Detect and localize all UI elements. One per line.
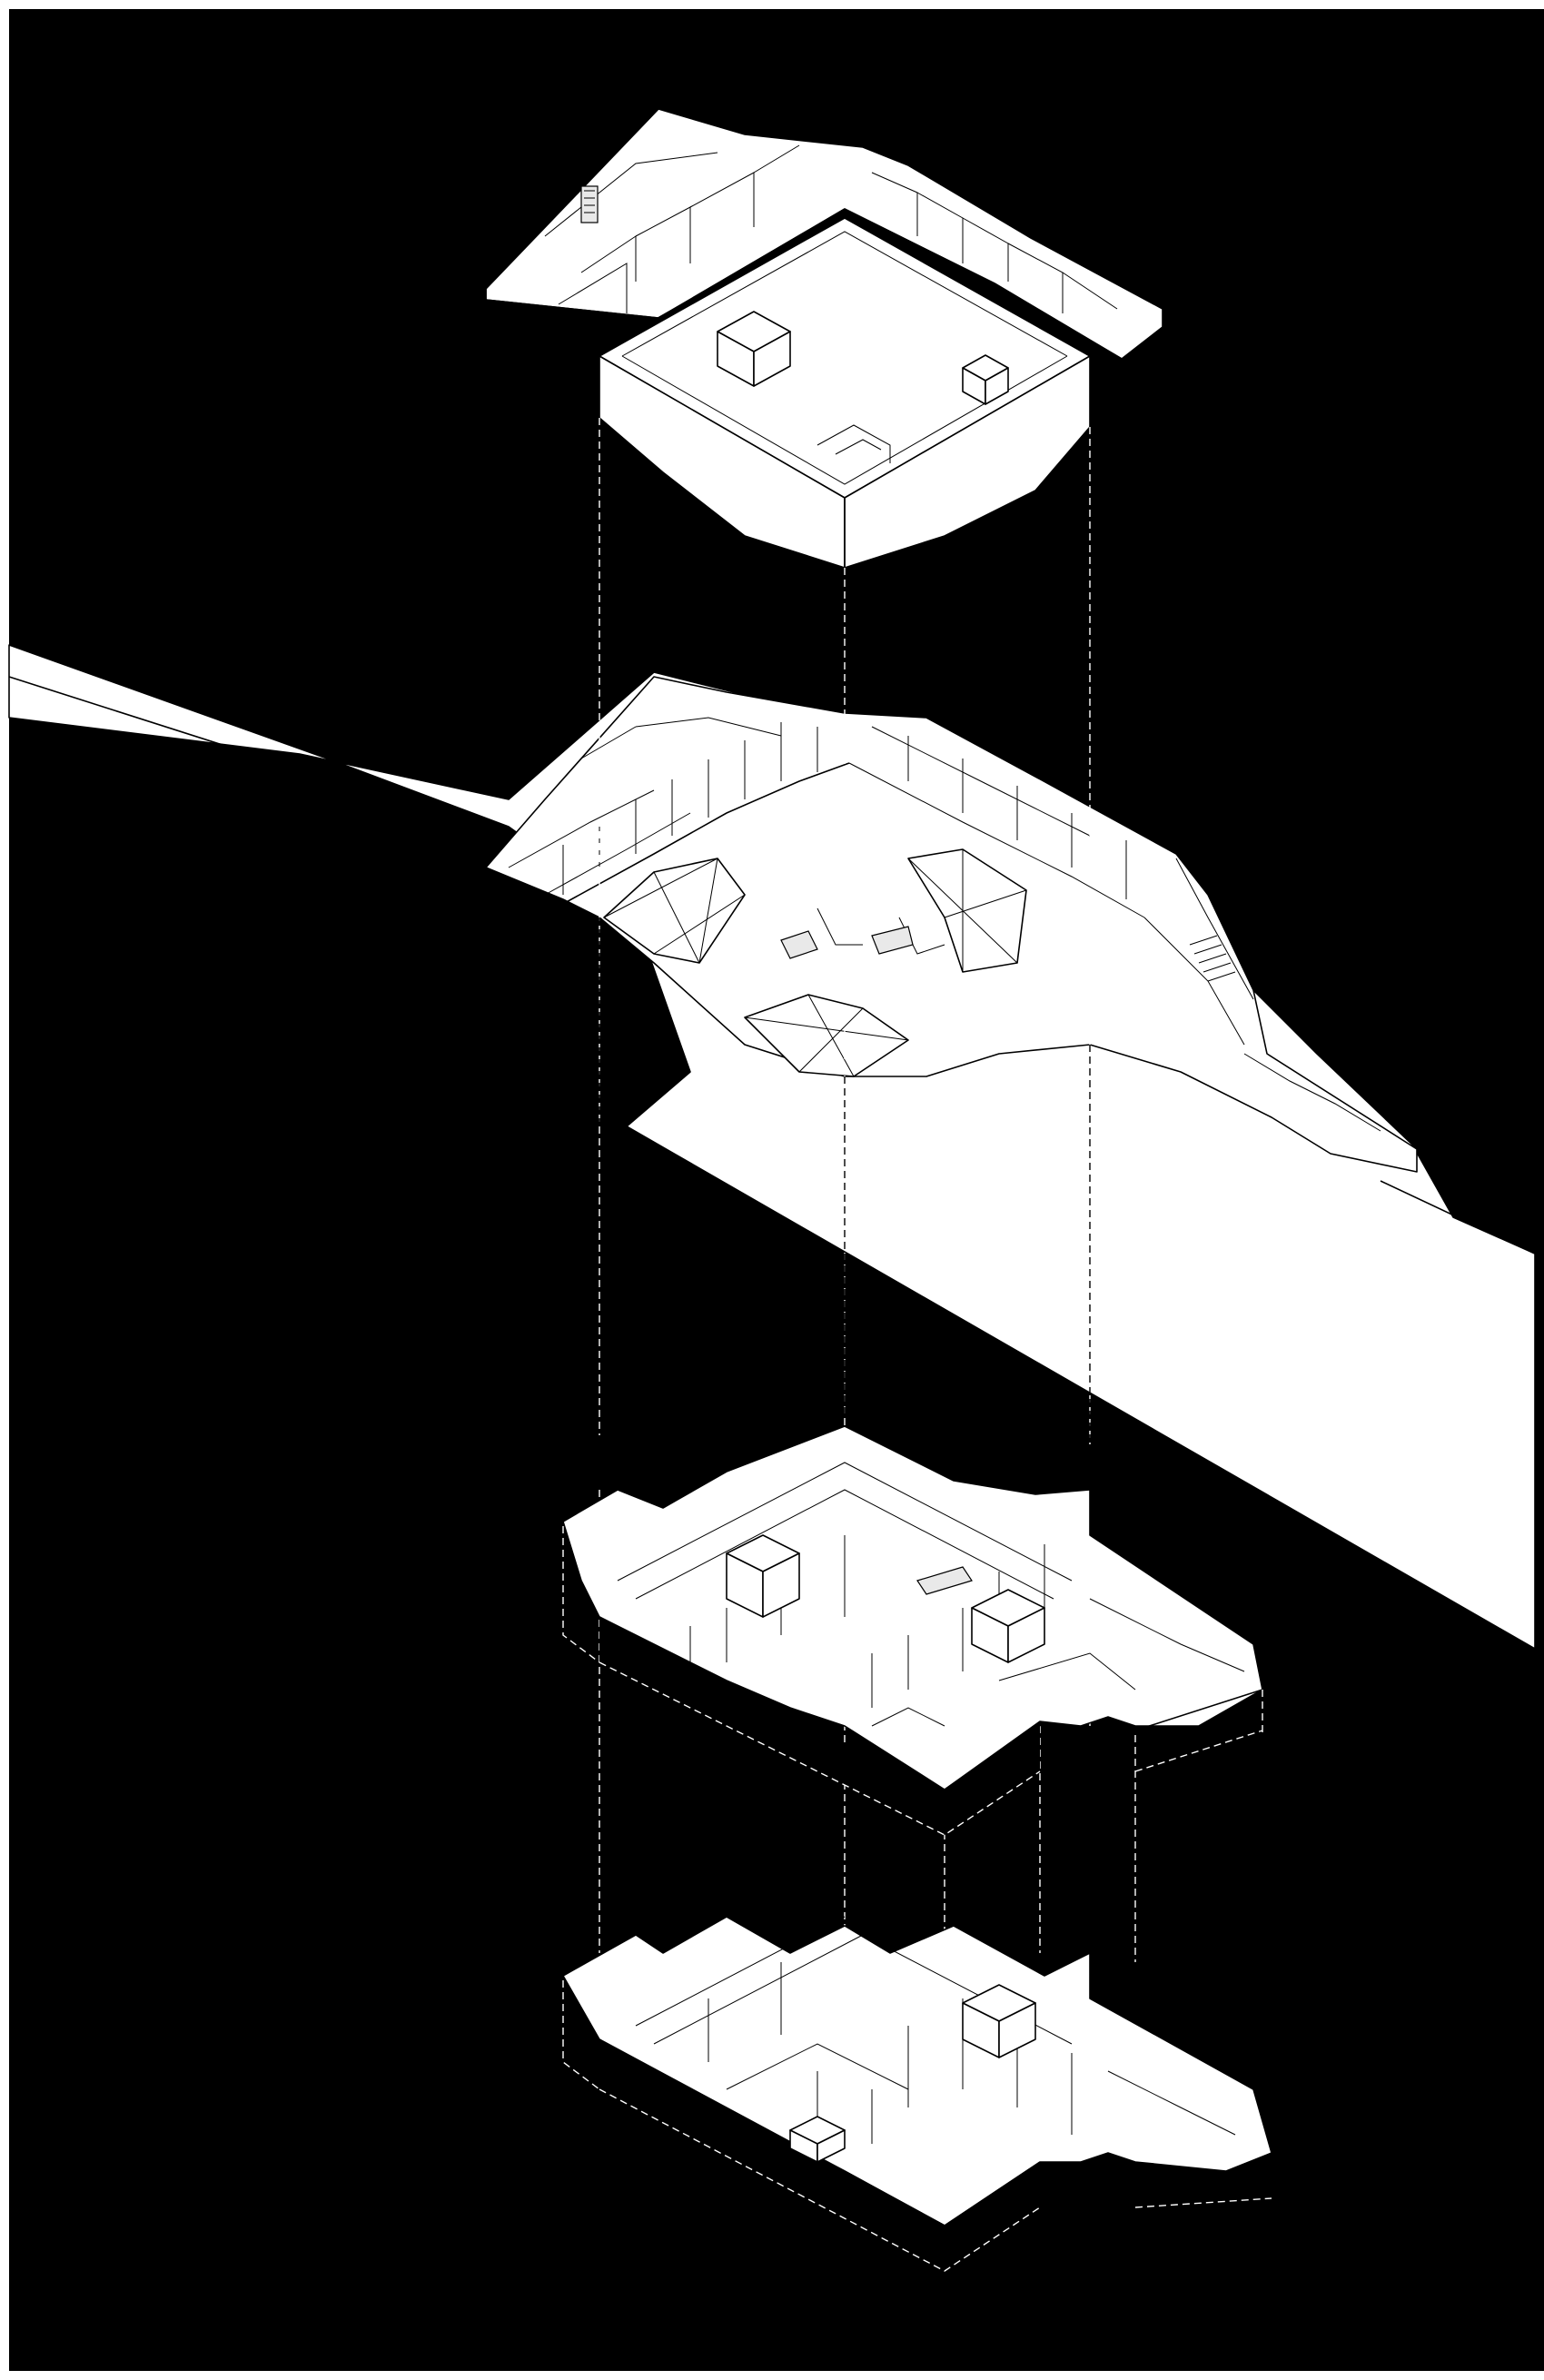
ground-right-wing-rooms <box>848 726 1381 1132</box>
ground-stair <box>1189 935 1236 982</box>
basement-1-rooms <box>617 1462 1245 1727</box>
ground-left-wing-rooms <box>508 717 850 905</box>
plaza-skylight-right <box>871 926 914 955</box>
basement-level-2 <box>562 1916 1272 2272</box>
courtyard-volumes <box>717 311 1009 463</box>
roof-stair-icon <box>580 185 599 223</box>
roof-rooms <box>544 144 1118 313</box>
plaza-skylight-left <box>780 930 818 959</box>
basement-2-rooms <box>635 1916 1236 2163</box>
plaza-folded-canopies <box>603 848 1027 1077</box>
roof-level <box>485 108 1163 569</box>
basement-level-1 <box>562 1425 1263 1836</box>
